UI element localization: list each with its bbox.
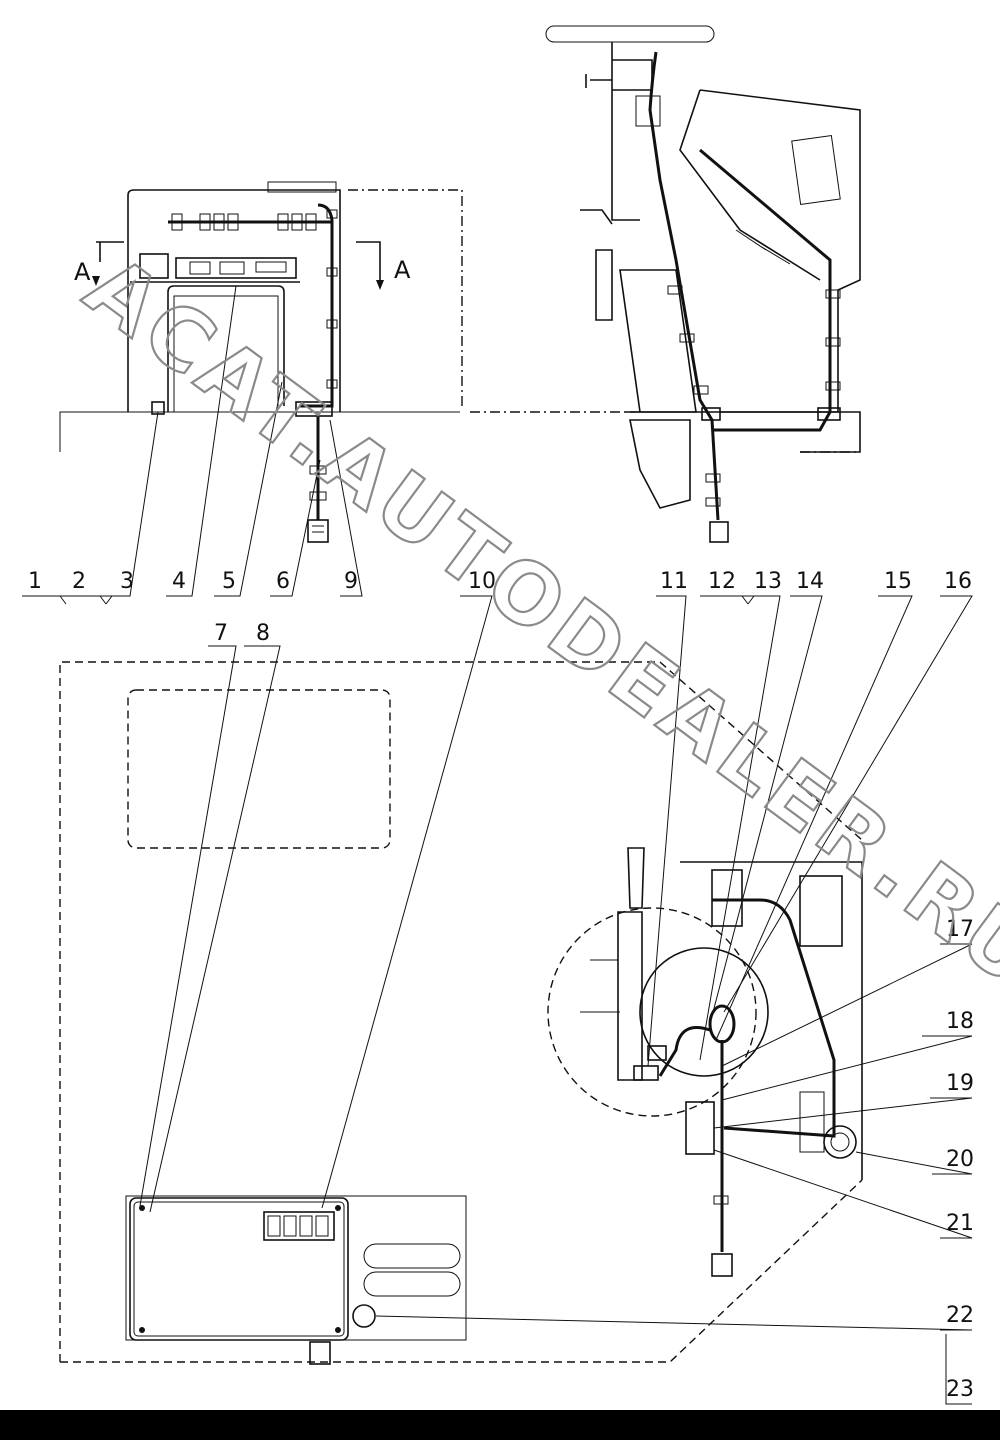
cab-outline-dashed [348, 189, 463, 410]
scan-border-bottom [0, 1410, 1000, 1440]
harness-clips-left [326, 209, 338, 389]
section-label-right: A [394, 256, 411, 284]
callout-8: 8 [256, 621, 270, 646]
callout-16: 16 [944, 569, 972, 594]
support-frame [167, 285, 285, 412]
callout-6: 6 [276, 569, 290, 594]
callout-10: 10 [468, 569, 496, 594]
console-harness [699, 148, 832, 432]
key-switch [352, 1304, 376, 1328]
callout-11: 11 [660, 569, 688, 594]
side-panel-upper [679, 89, 821, 281]
callout-13: 13 [754, 569, 782, 594]
lever-harness [658, 1026, 711, 1077]
fuse-row [171, 213, 317, 231]
console-panel-outline [127, 189, 341, 412]
cab-floor-outline [59, 661, 863, 1362]
dashboard-outline [125, 1195, 467, 1341]
callout-5: 5 [222, 569, 236, 594]
steering-hub [639, 947, 769, 1077]
steering-wheel [545, 25, 715, 43]
console-slot-1 [711, 869, 743, 927]
lead-out-clip-2 [309, 491, 327, 501]
bottom-clip [713, 1195, 729, 1205]
callout-21: 21 [946, 1211, 974, 1236]
dashboard-connector [309, 1341, 331, 1365]
watermark: ACAT.AUTODEALER.RU [68, 237, 1000, 1008]
callout-23: 23 [946, 1377, 974, 1402]
leader-lines-mid [647, 595, 973, 1067]
console-harness-bottom [712, 898, 836, 1138]
leader-lines-bottom [139, 645, 973, 1405]
callout-15: 15 [884, 569, 912, 594]
section-arrow-right [376, 280, 384, 290]
floor-right [626, 411, 861, 453]
top-left-view: A A [59, 181, 640, 543]
callout-17: 17 [946, 917, 974, 942]
fuse-panel [129, 1197, 349, 1341]
column-connector [635, 95, 661, 127]
section-label-left: A [74, 258, 91, 286]
callout-1: 1 [28, 569, 42, 594]
harness-connector-bottom [711, 1253, 733, 1277]
top-right-view [545, 25, 861, 543]
callout-14: 14 [796, 569, 824, 594]
harness-connector-right [709, 521, 729, 543]
grommet-right-2 [817, 407, 841, 421]
floor-line-left [59, 411, 460, 452]
side-console-body [699, 89, 861, 413]
console-grommet [823, 1125, 857, 1159]
gauge-slot-2 [363, 1271, 461, 1297]
pedal-housing [619, 269, 697, 413]
lower-pedal-base [629, 419, 691, 509]
callout-18: 18 [946, 1009, 974, 1034]
section-marker-left [96, 241, 124, 262]
relay-pack [685, 1101, 715, 1155]
callout-22: 22 [946, 1303, 974, 1328]
steering-column [611, 42, 640, 221]
top-switch-block [267, 181, 337, 193]
grommet-right-1 [701, 407, 721, 421]
console-slot-3 [799, 1091, 825, 1153]
switch-group [263, 1211, 335, 1241]
callout-4: 4 [172, 569, 186, 594]
floor-grommet [295, 401, 333, 417]
pedal-arm [580, 209, 613, 225]
control-lever-base [617, 911, 643, 1081]
section-marker-right [356, 241, 381, 286]
gauge-slot-1 [363, 1243, 461, 1269]
window-outline [127, 689, 391, 849]
harness-connector-left [307, 519, 329, 543]
brake-valve [595, 249, 613, 321]
column-switch [585, 59, 653, 91]
callout-20: 20 [946, 1147, 974, 1172]
callout-2: 2 [72, 569, 86, 594]
leader-lines-top [22, 285, 493, 1209]
harness-clips-right [667, 285, 841, 507]
harness-loop [708, 1004, 736, 1044]
detail-circle [547, 907, 757, 1117]
fuse-harness-bus [168, 220, 334, 236]
right-harness [300, 203, 334, 408]
relay-block [139, 253, 169, 279]
lead-out-clip-1 [309, 465, 327, 475]
callout-3: 3 [120, 569, 134, 594]
side-vent [791, 134, 841, 206]
callout-12: 12 [708, 569, 736, 594]
column-harness [648, 51, 720, 521]
lever-connector [647, 1045, 667, 1061]
lever-switch [633, 1065, 659, 1081]
callout-19: 19 [946, 1071, 974, 1096]
console-slot-2 [799, 875, 843, 947]
controller-module [175, 257, 297, 279]
bottom-view [59, 661, 863, 1365]
section-arrow-left [92, 276, 100, 286]
control-lever [627, 847, 645, 909]
right-console-top [680, 861, 863, 1180]
callout-numbers: 1 2 3 4 5 6 7 8 9 10 11 12 13 14 15 16 1… [28, 569, 974, 1402]
callout-9: 9 [344, 569, 358, 594]
callout-7: 7 [214, 621, 228, 646]
